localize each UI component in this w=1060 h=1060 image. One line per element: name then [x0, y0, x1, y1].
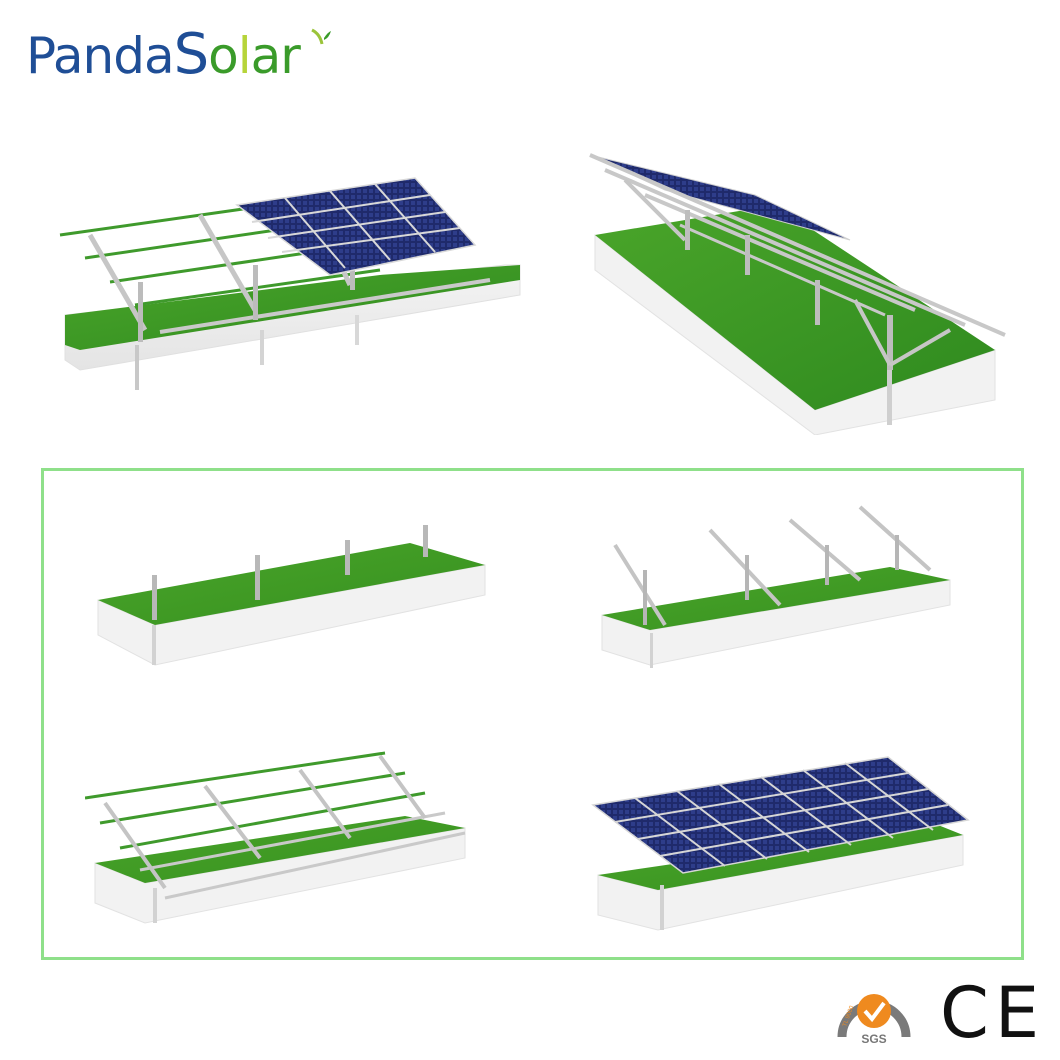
step-4-panels-installed	[591, 756, 970, 931]
hero-image-rear	[589, 153, 1006, 435]
step-2-triangle-brackets	[601, 505, 951, 668]
logo-letter-s: S	[173, 22, 210, 87]
ce-mark: CE	[940, 972, 1046, 1054]
logo-letter-l: l	[237, 27, 252, 85]
logo-letters-ar: ar	[250, 27, 301, 85]
leaf-icon	[311, 28, 331, 45]
logo-word-panda: Panda	[26, 27, 175, 85]
hero-image-front	[59, 177, 521, 390]
installation-steps-frame	[41, 468, 1024, 960]
logo-letter-o: o	[208, 27, 239, 85]
brand-logo: Panda S o l ar	[26, 22, 301, 87]
sgs-certification-badge: SGS TL 9000	[837, 994, 911, 1046]
checkmark-icon	[857, 994, 891, 1028]
step-3-rails-attached	[85, 751, 466, 924]
step-1-ground-piles	[97, 525, 486, 666]
svg-text:SGS: SGS	[861, 1032, 886, 1046]
